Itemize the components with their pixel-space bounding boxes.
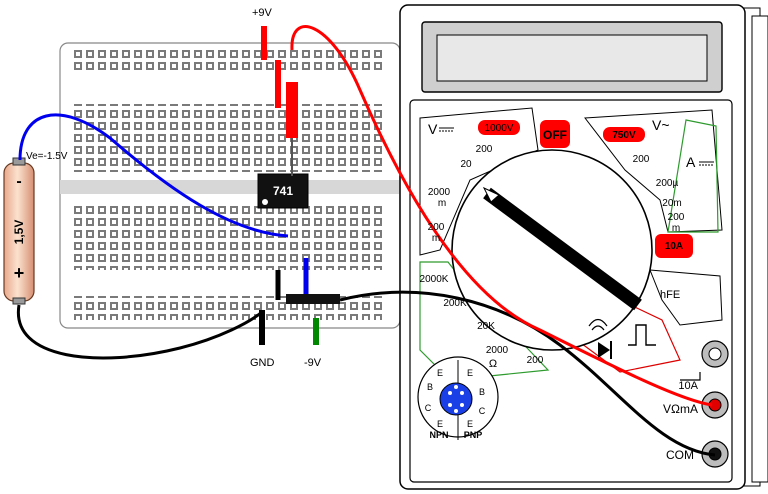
label-plus-9v: +9V: [252, 7, 273, 19]
socket-pin-left-3: C: [425, 403, 432, 413]
label-battery-voltage-note: Ve=-1.5V: [26, 151, 68, 162]
amp-symbol: A: [686, 154, 696, 170]
lcd-display: [436, 34, 708, 82]
label-1000v[interactable]: 1000V: [485, 123, 514, 134]
label-a-200m-unit: m: [672, 223, 680, 234]
label-dcv-200: 200: [476, 144, 493, 155]
transistor-socket-knob[interactable]: [439, 382, 473, 416]
socket-pin-left-4: E: [437, 419, 443, 429]
label-ohm-200: 200: [527, 355, 544, 366]
square-wave-icon: [628, 324, 656, 346]
transistor-socket: [417, 356, 499, 440]
label-dcv-2000m-unit: m: [438, 198, 446, 209]
battery-rating: 1,5V: [12, 220, 26, 245]
socket-pin-right-2: B: [479, 387, 485, 397]
power-rail-top: [72, 50, 382, 74]
socket-pin-right-1: E: [467, 368, 473, 378]
multimeter: [399, 4, 768, 490]
chip-label: 741: [273, 184, 293, 198]
jack-10a[interactable]: [701, 340, 729, 368]
probe-clip: [286, 294, 340, 304]
label-ohm-200k: 200K: [443, 298, 467, 309]
label-acv-200: 200: [633, 154, 650, 165]
ic-741: [257, 173, 309, 209]
hfe-zone: [649, 269, 723, 326]
wire-battery-ground: [16, 304, 263, 360]
resistor-feedback: [286, 82, 298, 138]
label-ohm-2000: 2000: [486, 345, 509, 356]
dcv-symbol: V: [428, 121, 438, 137]
diode-icon: [598, 341, 612, 359]
label-10a[interactable]: 10A: [665, 241, 683, 252]
label-off[interactable]: OFF: [543, 128, 567, 142]
range-tab-750v[interactable]: [603, 127, 645, 142]
acv-symbol: V~: [652, 117, 670, 133]
label-ohm-2000k: 2000K: [420, 274, 449, 285]
label-minus-9v: -9V: [304, 357, 322, 369]
terminal-strip-upper: [72, 104, 382, 172]
continuity-icon: [588, 318, 608, 331]
range-tab-off[interactable]: [540, 120, 570, 148]
wire-battery-input: [18, 113, 289, 238]
socket-pin-left-1: E: [437, 368, 443, 378]
rotary-selector[interactable]: [451, 149, 653, 351]
label-dcv-2000m: 2000: [428, 187, 451, 198]
label-dcv-20: 20: [460, 159, 472, 170]
socket-pin-left-2: B: [427, 382, 433, 392]
label-750v[interactable]: 750V: [612, 130, 636, 141]
amp-zone: [667, 119, 719, 233]
label-jack-com: COM: [666, 448, 694, 462]
label-ohm-unit: Ω: [489, 358, 497, 370]
jack-10a-bracket: [680, 372, 701, 381]
jack-vohm[interactable]: [701, 391, 729, 419]
wire-vohm-lead: [290, 25, 713, 407]
ohm-zone: [419, 261, 550, 381]
label-pnp: PNP: [464, 430, 483, 440]
range-tab-10a[interactable]: [655, 234, 693, 258]
label-jack-10a: 10A: [678, 380, 698, 392]
label-npn: NPN: [429, 430, 448, 440]
battery-minus-sign: -: [16, 173, 21, 190]
label-gnd: GND: [250, 357, 275, 369]
label-jack-vohm: VΩmA: [663, 402, 698, 416]
label-dcv-200m-unit: m: [432, 233, 440, 244]
dcv-zone: [419, 107, 539, 256]
wire-com-lead: [339, 290, 716, 457]
label-a-20m: 20m: [662, 198, 681, 209]
label-hfe: hFE: [660, 289, 680, 301]
label-ohm-20k: 20K: [477, 321, 495, 332]
terminal-strip-lower: [72, 202, 382, 270]
breadboard: [59, 42, 401, 329]
label-dcv-200m: 200: [428, 222, 445, 233]
battery: [3, 157, 35, 305]
socket-pin-right-4: E: [467, 419, 473, 429]
range-tab-1000v[interactable]: [478, 120, 520, 135]
label-a-200m: 200: [668, 212, 685, 223]
selector-pointer[interactable]: [482, 186, 642, 311]
label-a-200u: 200µ: [656, 178, 679, 189]
socket-pin-right-3: C: [479, 406, 486, 416]
center-channel: [60, 180, 400, 194]
battery-plus-sign: +: [14, 263, 25, 283]
